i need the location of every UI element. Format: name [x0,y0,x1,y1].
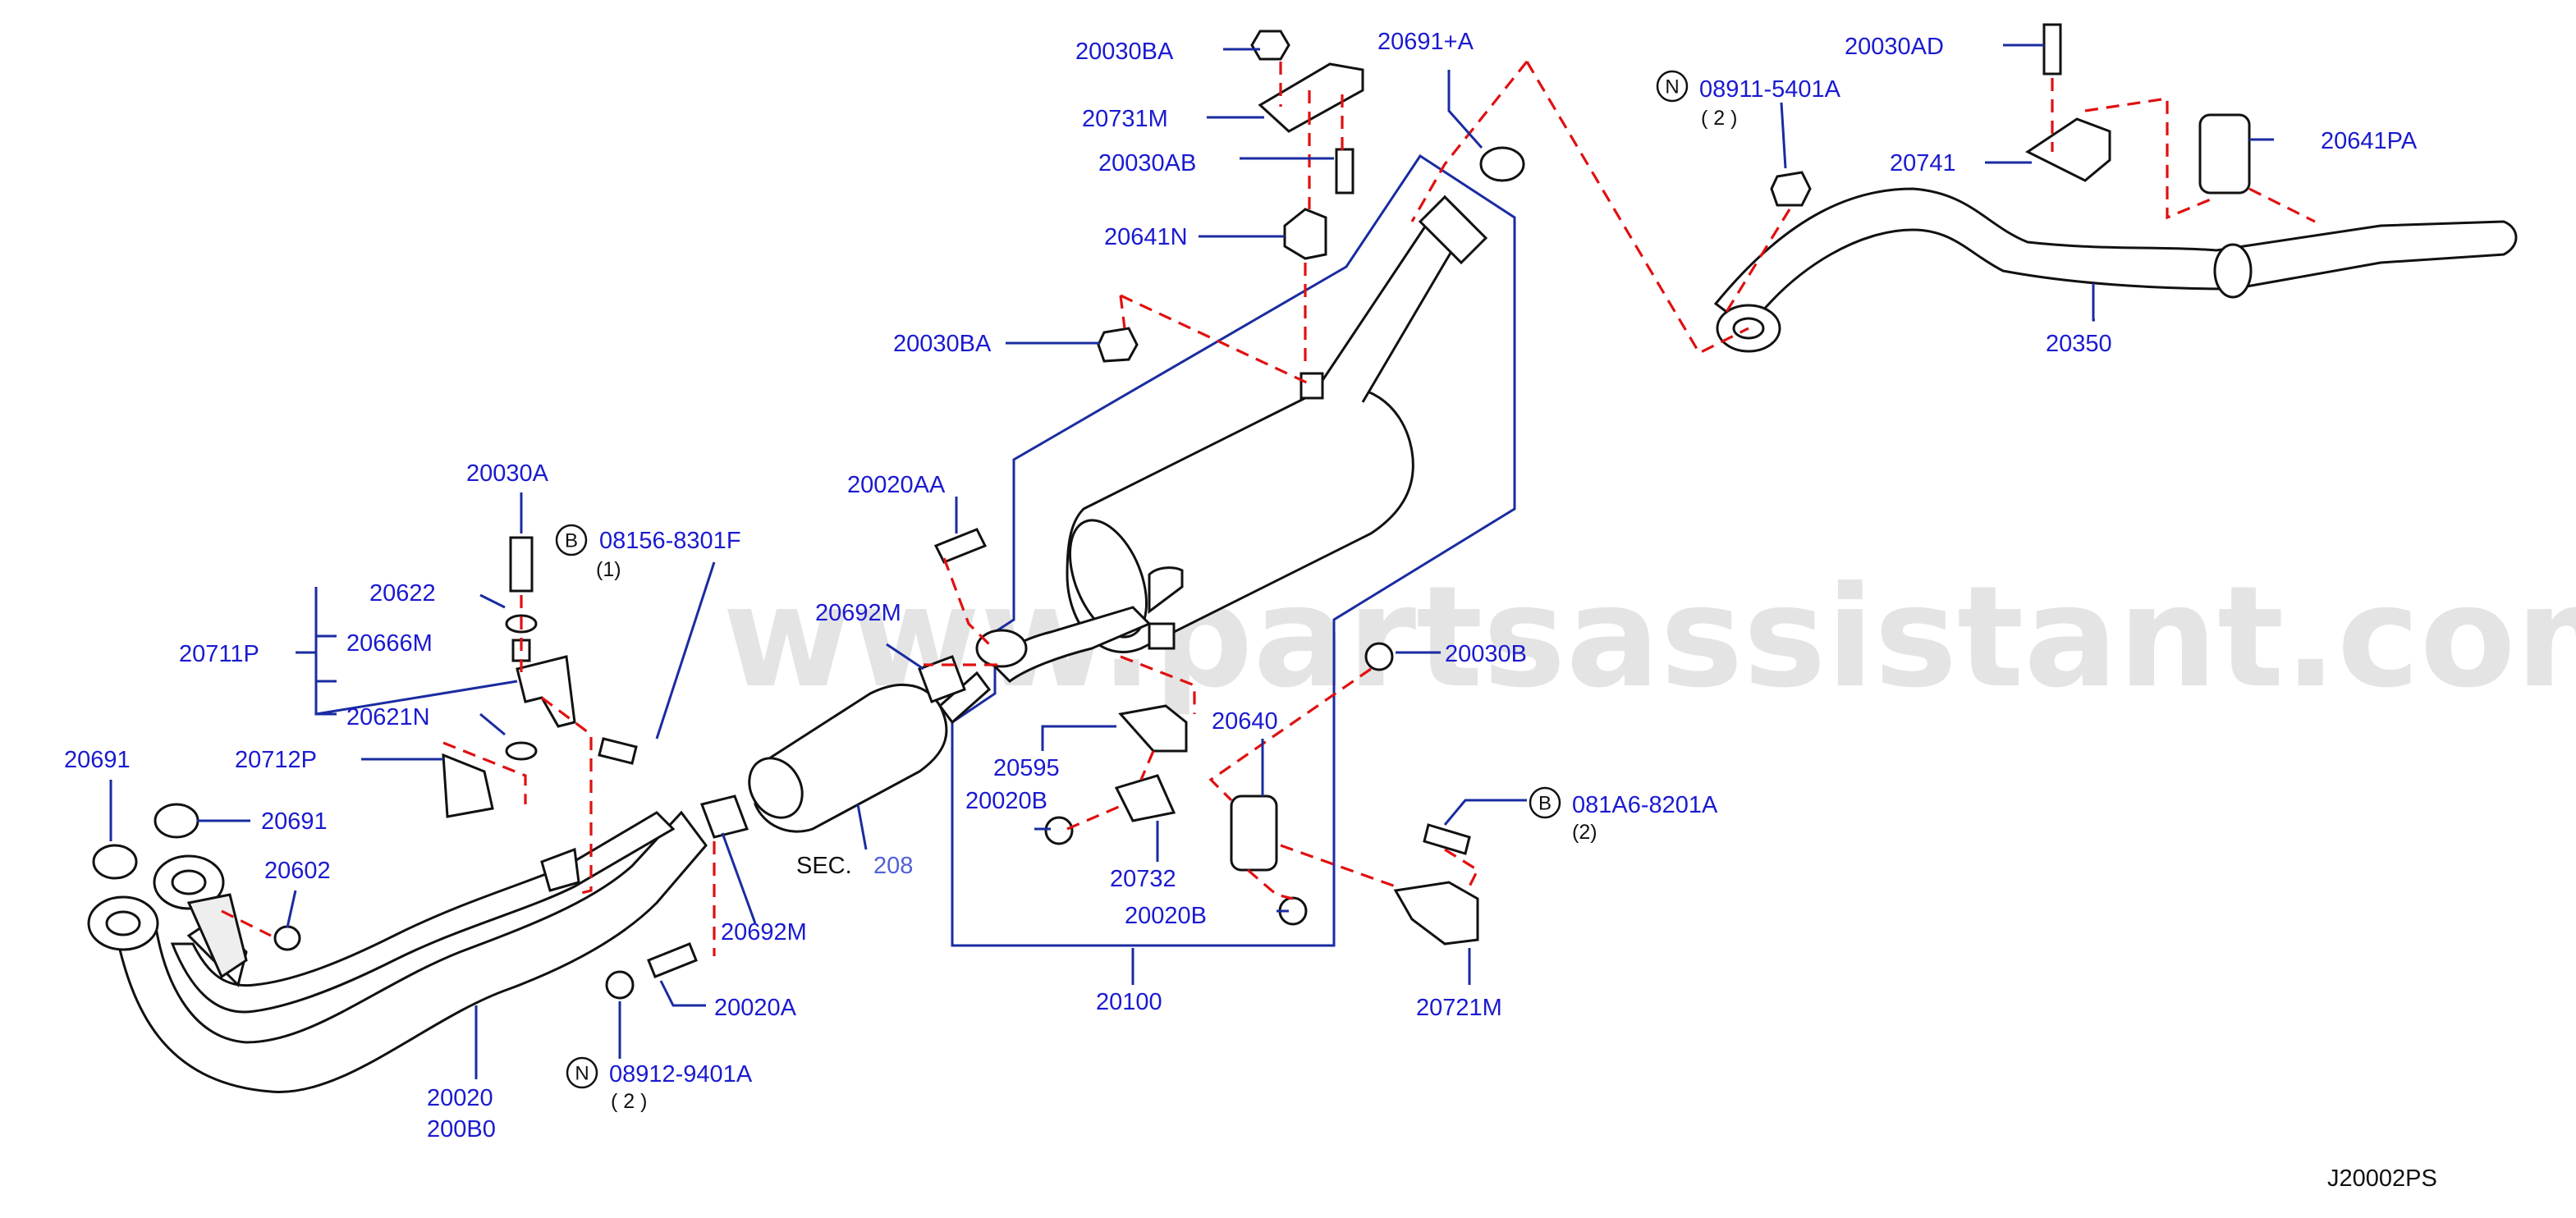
label-20621N: 20621N [346,704,430,730]
leader-lines [109,44,2274,1079]
callout-N-bottom: N [566,1056,598,1089]
label-08911-5401A: 08911-5401A [1699,76,1841,103]
label-20711P: 20711P [179,641,259,667]
tail-pipe-20350 [1713,187,2518,353]
label-sec: SEC. [796,853,852,879]
label-20692M-top: 20692M [815,600,901,626]
label-20020: 20020 [427,1085,493,1111]
label-20731M: 20731M [1082,106,1168,132]
catalytic-converter [748,671,992,833]
label-20030AB: 20030AB [1098,150,1196,176]
front-pipe-20020 [87,810,708,1093]
label-20691-a: 20691 [64,747,131,773]
part-labels: 20030BA 20731M 20030AB 20641N 20030BA 20… [64,29,2418,1142]
label-20030A: 20030A [466,460,549,487]
label-081A6-8201A: 081A6-8201A [1572,792,1718,818]
label-20595: 20595 [993,755,1060,781]
label-20641N: 20641N [1104,224,1188,250]
label-20712P: 20712P [235,747,317,773]
label-20666M: 20666M [346,630,433,657]
assembly-dash-lines [221,61,2316,956]
label-20020B-a: 20020B [965,788,1047,814]
label-20030BA-mid: 20030BA [893,331,992,357]
svg-text:B: B [1538,793,1552,815]
label-08912-qty: ( 2 ) [611,1090,647,1113]
label-20741: 20741 [1890,150,1956,176]
label-sec-208: 208 [873,853,913,879]
label-20692M-bottom: 20692M [721,919,807,946]
label-20020A: 20020A [714,995,797,1021]
diagram-code: J20002PS [2327,1165,2437,1192]
label-20691-b: 20691 [261,808,328,835]
label-20350: 20350 [2046,331,2112,357]
label-20030BA-top: 20030BA [1075,39,1174,65]
svg-text:N: N [575,1063,589,1085]
label-08911-qty: ( 2 ) [1701,107,1737,130]
label-20732: 20732 [1110,866,1176,892]
callout-B-right: B [1529,786,1561,819]
svg-text:N: N [1665,76,1679,98]
label-200B0: 200B0 [427,1116,496,1142]
label-20100: 20100 [1096,989,1162,1015]
callout-B-top: B [555,524,588,556]
label-20020B-b: 20020B [1125,903,1207,929]
label-20641PA: 20641PA [2321,128,2418,154]
label-08156-8301F: 08156-8301F [599,528,741,554]
label-20721M: 20721M [1416,995,1502,1021]
label-20691A: 20691+A [1377,29,1474,55]
hardware-parts [92,23,2251,1000]
label-20030B: 20030B [1445,641,1527,667]
label-20030AD: 20030AD [1845,34,1944,60]
label-081A6-qty: (2) [1572,821,1597,844]
label-20602: 20602 [264,858,331,884]
label-20640: 20640 [1212,708,1278,735]
svg-text:B: B [565,530,578,552]
label-08912-9401A: 08912-9401A [609,1061,753,1088]
callout-N-top: N [1656,70,1689,103]
label-20020AA: 20020AA [847,472,946,498]
label-08156-qty: (1) [596,558,621,581]
main-muffler [975,195,1488,683]
label-20622: 20622 [369,580,436,607]
